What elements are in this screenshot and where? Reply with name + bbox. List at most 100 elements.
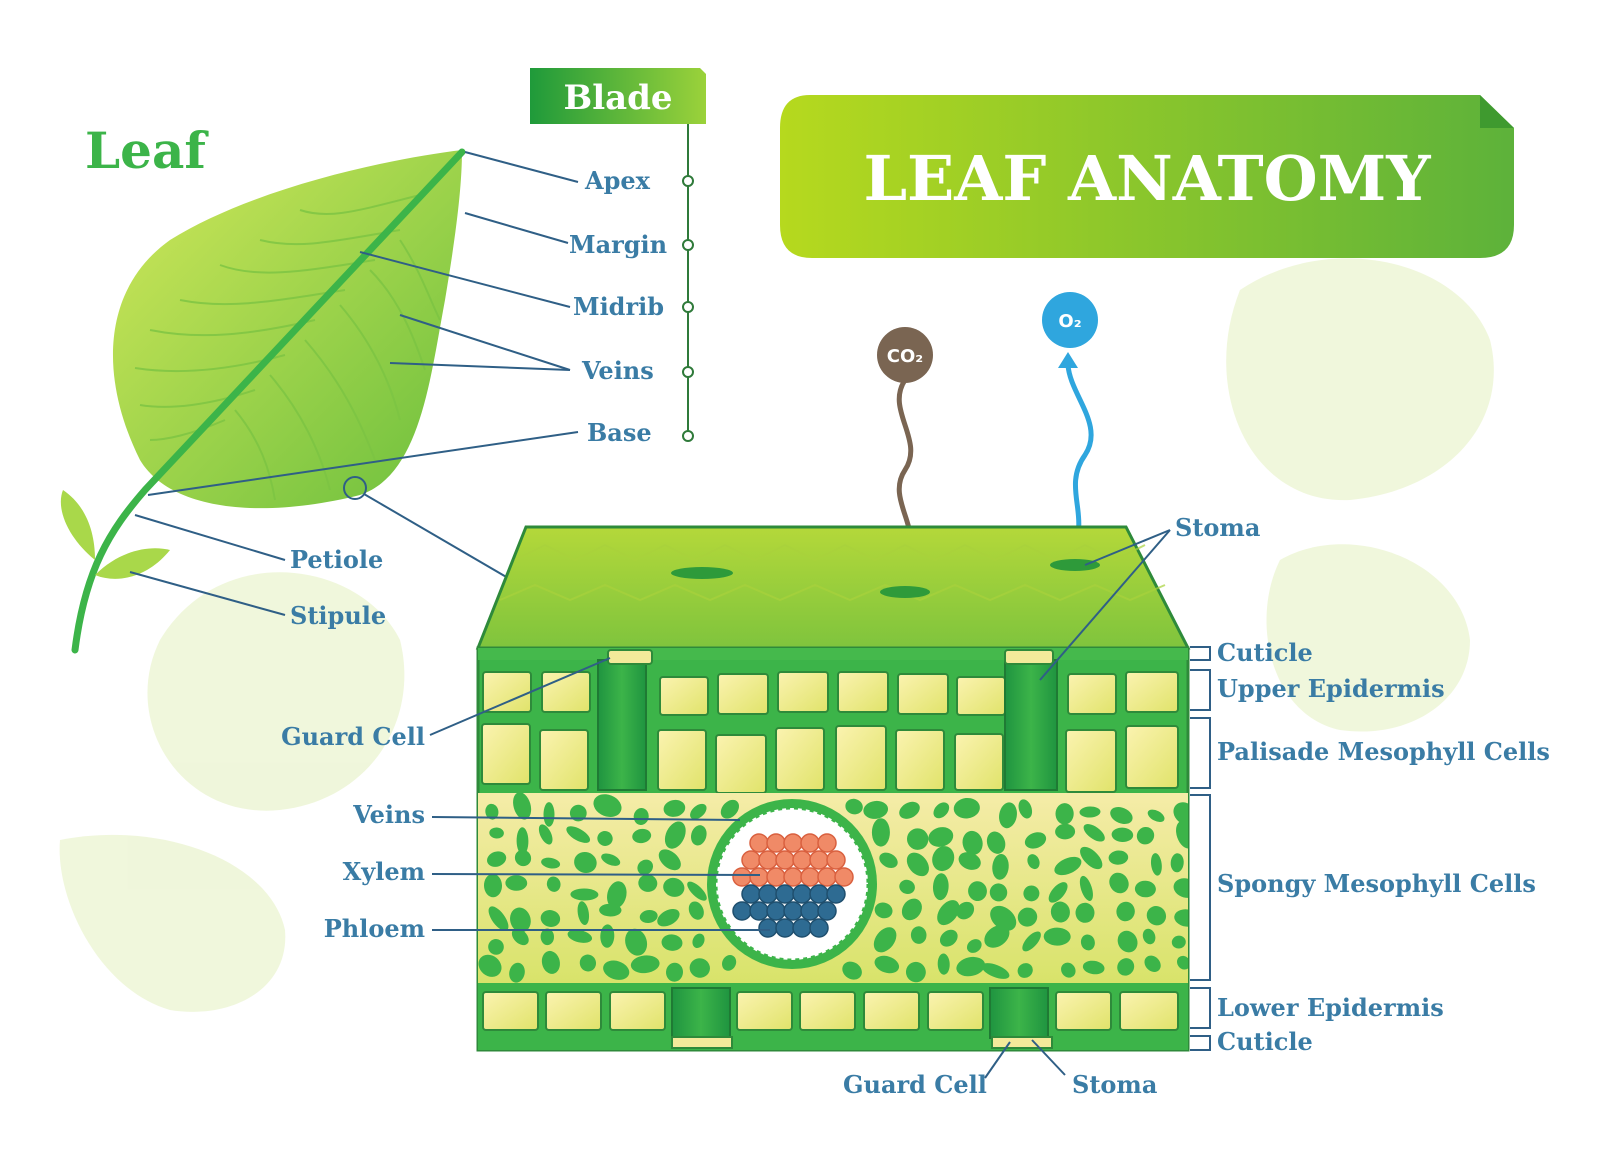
spongy-cell — [962, 830, 983, 855]
spongy-cell — [1117, 930, 1138, 953]
spongy-cell — [720, 799, 740, 819]
spongy-cell — [879, 852, 898, 868]
spongy-cell — [1171, 935, 1186, 949]
leaf-heading: Leaf — [85, 121, 209, 180]
label-phloem: Phloem — [324, 914, 425, 943]
xylem-cell — [809, 850, 829, 870]
spongy-cell — [638, 874, 658, 892]
spongy-cell — [1173, 802, 1188, 825]
phloem-cell — [800, 901, 820, 921]
spongy-cell — [968, 881, 987, 901]
spongy-cell — [1055, 803, 1074, 825]
spongy-cell — [567, 929, 593, 943]
phloem-cell — [775, 918, 795, 938]
blade-tag-label: Blade — [563, 78, 672, 118]
spongy-cell — [516, 827, 529, 855]
spongy-cell — [1170, 853, 1184, 873]
label-cuticle-upper: Cuticle — [1217, 638, 1313, 667]
spongy-cell — [485, 803, 499, 820]
spongy-cell — [1027, 854, 1040, 870]
xylem-cell — [800, 833, 820, 853]
spongy-cell — [1079, 806, 1101, 818]
spongy-cell — [1061, 962, 1076, 978]
spongy-cell — [663, 799, 686, 817]
label-guard-cell-left: Guard Cell — [281, 722, 425, 751]
label-xylem: Xylem — [343, 857, 425, 886]
spongy-cell — [538, 824, 553, 845]
spongy-cell — [874, 955, 900, 974]
spongy-cell — [1174, 909, 1188, 927]
spongy-cell — [658, 849, 681, 871]
spongy-cell — [1023, 885, 1040, 902]
spongy-cell — [540, 928, 555, 946]
spongy-cell — [665, 962, 684, 982]
xylem-cell — [817, 833, 837, 853]
title-banner: LEAF ANATOMY — [780, 95, 1514, 258]
spongy-cell — [874, 902, 893, 919]
spongy-cell — [1079, 875, 1093, 901]
spongy-cell — [901, 898, 922, 921]
spongy-cell — [956, 901, 975, 920]
xylem-cell — [758, 850, 778, 870]
spongy-cell — [483, 873, 503, 898]
spongy-cell — [863, 800, 889, 819]
spongy-cell — [1176, 820, 1188, 849]
spongy-cell — [1022, 931, 1041, 952]
spongy-cell — [687, 881, 707, 901]
label-stoma-bottom: Stoma — [1072, 1070, 1157, 1099]
phloem-cell — [766, 901, 786, 921]
label-veins: Veins — [581, 356, 654, 385]
leaf-leader-lines — [129, 151, 579, 616]
spongy-cell — [478, 954, 502, 977]
spongy-cell — [845, 798, 863, 815]
phloem-cell — [758, 918, 778, 938]
co2-label: CO₂ — [887, 346, 923, 367]
blade-tag: Blade — [530, 68, 706, 442]
section-leader-lines — [429, 529, 1171, 1079]
spongy-cell — [541, 857, 561, 869]
spongy-cell — [1080, 934, 1095, 951]
spongy-cell — [1109, 872, 1129, 894]
spongy-cell — [690, 825, 707, 846]
spongy-cell — [514, 849, 532, 867]
spongy-cell — [577, 901, 590, 925]
spongy-cell — [899, 879, 915, 894]
spongy-cell — [688, 901, 704, 920]
spongy-cell — [986, 831, 1006, 854]
spongy-cell — [574, 851, 597, 874]
xylem-cell — [766, 867, 786, 887]
phloem-cell — [758, 884, 778, 904]
spongy-cell — [593, 794, 622, 817]
spongy-cell — [937, 900, 960, 926]
spongy-cell — [639, 910, 658, 923]
label-guard-cell-bottom: Guard Cell — [843, 1070, 987, 1099]
phloem-cells — [732, 884, 846, 938]
xylem-cell — [800, 867, 820, 887]
spongy-cell — [689, 958, 710, 978]
label-base: Base — [587, 418, 652, 447]
spongy-cell — [1048, 882, 1068, 903]
label-veins-section: Veins — [352, 800, 425, 829]
lower-guard-cells — [671, 987, 1053, 1049]
background-decoration — [59, 258, 1494, 1012]
spongy-cell — [597, 831, 613, 846]
spongy-cell — [601, 853, 621, 866]
spongy-cell — [1075, 902, 1095, 923]
label-margin: Margin — [569, 230, 667, 259]
label-apex: Apex — [584, 166, 651, 195]
label-upper-epidermis: Upper Epidermis — [1217, 674, 1445, 703]
xylem-cell — [749, 833, 769, 853]
spongy-cell — [1136, 826, 1155, 845]
label-petiole: Petiole — [290, 545, 383, 574]
blade-part-labels: Apex Margin Midrib Veins Base Petiole St… — [290, 166, 667, 630]
spongy-cell — [657, 908, 680, 927]
xylem-cell — [834, 867, 854, 887]
phloem-cell — [775, 884, 795, 904]
spongy-cell — [906, 828, 929, 850]
phloem-cell — [817, 901, 837, 921]
spongy-cell — [928, 827, 954, 847]
phloem-cell — [809, 884, 829, 904]
spongy-cell — [1134, 880, 1156, 898]
spongy-cell — [540, 910, 561, 927]
o2-label: O₂ — [1058, 311, 1081, 332]
